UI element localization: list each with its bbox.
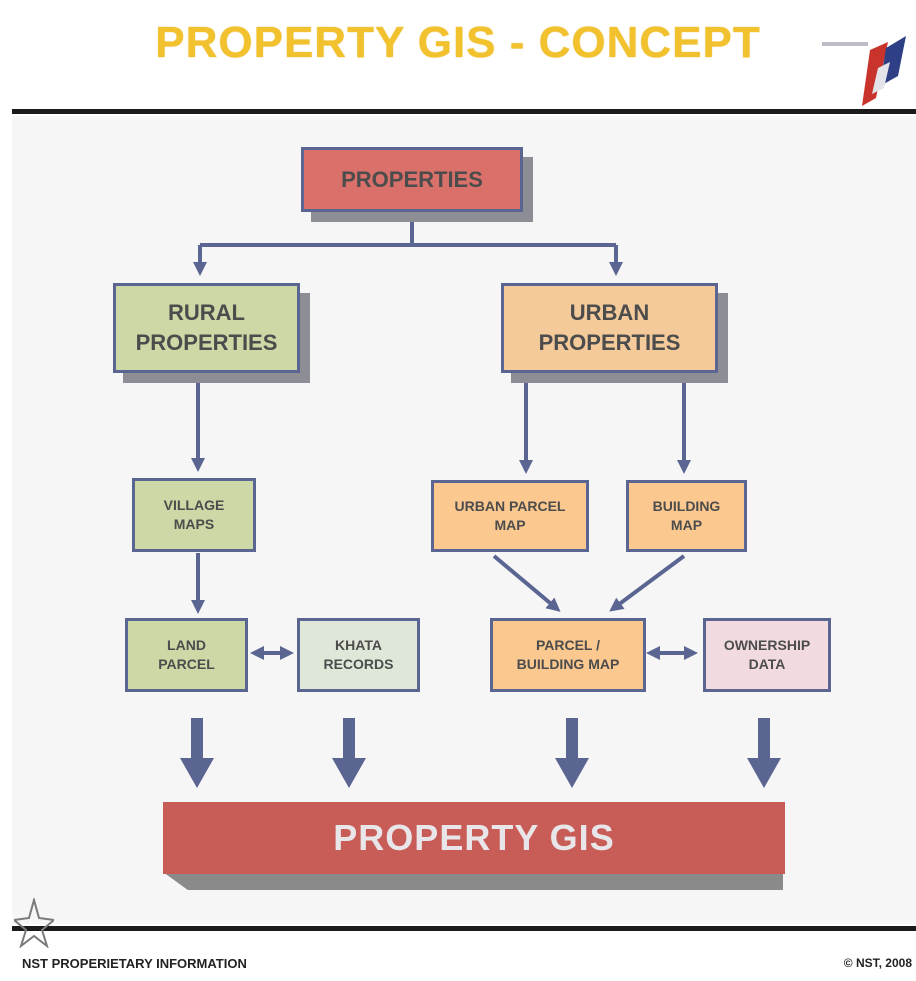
slide-title: PROPERTY GIS - CONCEPT	[155, 18, 761, 67]
top-divider	[12, 109, 916, 114]
node-khata-records: KHATA RECORDS	[297, 618, 420, 692]
node-urban-parcel-map: URBAN PARCEL MAP	[431, 480, 589, 552]
node-building-map: BUILDING MAP	[626, 480, 747, 552]
footer-proprietary: NST PROPERIETARY INFORMATION	[22, 956, 247, 971]
root-connector	[193, 212, 623, 276]
node-urban-properties: URBAN PROPERTIES	[501, 283, 718, 373]
bottom-divider	[12, 926, 916, 931]
thick-arrow-4	[747, 718, 781, 788]
node-rural-properties: RURAL PROPERTIES	[113, 283, 300, 373]
node-parcel-building-map: PARCEL / BUILDING MAP	[490, 618, 646, 692]
node-ownership-data: OWNERSHIP DATA	[703, 618, 831, 692]
node-property-gis: PROPERTY GIS	[163, 802, 785, 874]
thick-arrow-1	[180, 718, 214, 788]
arrow-building-combined	[609, 554, 686, 612]
star-icon	[14, 898, 54, 948]
company-logo	[822, 36, 906, 106]
node-properties: PROPERTIES	[301, 147, 523, 212]
arrow-parcel-combined	[492, 554, 561, 612]
node-village-maps: VILLAGE MAPS	[132, 478, 256, 552]
thick-arrow-2	[332, 718, 366, 788]
thick-arrow-3	[555, 718, 589, 788]
node-land-parcel: LAND PARCEL	[125, 618, 248, 692]
gis-feed-arrows	[180, 718, 781, 788]
footer-copyright: © NST, 2008	[843, 956, 912, 970]
